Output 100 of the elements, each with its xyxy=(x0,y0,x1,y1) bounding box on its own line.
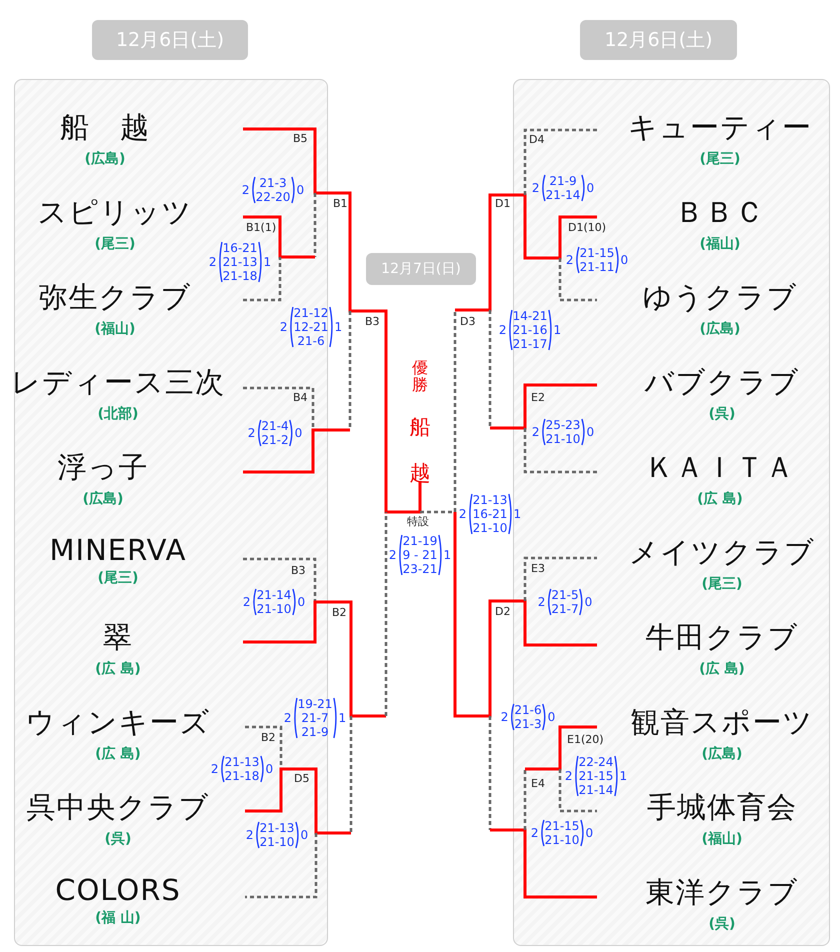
game-score: 21-13 xyxy=(260,821,294,835)
set-count: 2 xyxy=(242,595,251,609)
set-count: 2 xyxy=(530,826,539,840)
match-code: B3 xyxy=(365,316,380,328)
set-count: 0 xyxy=(584,595,592,609)
set-count: 1 xyxy=(263,255,272,269)
game-score: 21-6 xyxy=(297,334,325,348)
game-score: 14-21 xyxy=(512,309,548,323)
game-score: 21-15 xyxy=(578,769,614,783)
team-name: レディース三次 xyxy=(10,364,226,401)
team-name: キューティー xyxy=(627,109,813,146)
team-name: 手城体育会 xyxy=(646,789,798,826)
team-name: バブクラブ xyxy=(644,364,800,401)
region-label: (福 山) xyxy=(94,909,142,927)
region-label: (呉) xyxy=(104,830,132,848)
game-score: 21-3 xyxy=(259,176,287,190)
set-count: 1 xyxy=(338,711,346,725)
set-count: 2 xyxy=(242,183,250,197)
region-label: (広島) xyxy=(698,320,742,338)
game-score: 21-14 xyxy=(256,588,292,602)
set-count: 2 xyxy=(208,255,217,269)
team-name: COLORS xyxy=(54,873,182,907)
match-code: B1 xyxy=(333,198,348,210)
game-score: 21-10 xyxy=(256,602,292,616)
game-score: 21-7 xyxy=(301,711,329,725)
team-name: 船 越 xyxy=(59,109,151,146)
team-name: ＢＢＣ xyxy=(674,194,766,231)
match-code: E3 xyxy=(531,563,545,575)
game-score: 22-20 xyxy=(256,190,290,204)
match-code: B2 xyxy=(332,607,347,619)
team-name: ＫＡＩＴＡ xyxy=(644,449,796,486)
match-code: D3 xyxy=(460,316,476,328)
set-count: 2 xyxy=(284,711,292,725)
winner-label: 優勝 xyxy=(412,360,428,394)
game-score: 21-11 xyxy=(580,260,614,274)
game-score: 23-21 xyxy=(402,562,438,576)
game-score: 25-23 xyxy=(546,418,580,432)
set-count: 2 xyxy=(246,828,254,842)
region-label: (広 島) xyxy=(94,745,142,763)
region-label: (広島) xyxy=(82,490,124,508)
game-score: 22-24 xyxy=(578,755,614,769)
match-code: B1(1) xyxy=(246,222,276,234)
game-score: 21-16 xyxy=(512,323,548,337)
team-name: 弥生クラブ xyxy=(38,279,192,316)
game-score: 21-13 xyxy=(224,755,260,769)
game-score: 21-9 xyxy=(301,725,329,739)
set-count: 0 xyxy=(548,710,556,724)
match-code: D4 xyxy=(529,134,544,146)
set-count: 0 xyxy=(586,425,594,439)
winner-label: 船越 xyxy=(410,414,430,488)
game-score: 12-21 xyxy=(294,320,328,334)
game-score: 21-10 xyxy=(544,833,580,847)
match-code: E2 xyxy=(531,392,545,404)
game-score: 21-6 xyxy=(514,703,542,717)
set-count: 0 xyxy=(586,181,594,195)
set-count: 1 xyxy=(443,548,452,562)
set-count: 2 xyxy=(388,548,397,562)
team-name: MINERVA xyxy=(48,533,188,567)
team-name: 牛田クラブ xyxy=(644,619,800,656)
set-count: 2 xyxy=(564,769,573,783)
team-name: 東洋クラブ xyxy=(644,874,800,911)
game-score: 21-17 xyxy=(512,337,548,351)
region-label: (尾三) xyxy=(94,235,136,253)
region-label: (北部) xyxy=(96,405,140,423)
region-label: (尾三) xyxy=(698,150,742,168)
set-count: 0 xyxy=(296,183,304,197)
match-code: B3 xyxy=(291,565,306,577)
game-score: 21-9 xyxy=(549,174,577,188)
game-score: 21-15 xyxy=(544,819,580,833)
team-name: 翠 xyxy=(102,619,134,656)
set-count: 0 xyxy=(300,828,308,842)
set-count: 2 xyxy=(500,710,508,724)
game-score: 21-14 xyxy=(546,188,580,202)
set-count: 1 xyxy=(619,769,628,783)
match-code: B2 xyxy=(261,732,276,744)
match-code: D1 xyxy=(495,198,510,210)
game-score: 21-13 xyxy=(472,493,508,507)
team-name: メイツクラブ xyxy=(628,534,816,571)
team-name: スピリッツ xyxy=(36,194,194,231)
game-score: 21-10 xyxy=(472,521,508,535)
set-count: 2 xyxy=(532,425,540,439)
set-count: 0 xyxy=(265,762,274,776)
set-count: 1 xyxy=(513,507,522,521)
set-count: 0 xyxy=(294,426,302,440)
set-count: 2 xyxy=(538,595,546,609)
game-score: 21-10 xyxy=(260,835,294,849)
game-score: 21-4 xyxy=(261,419,289,433)
game-score: 16-21 xyxy=(222,241,258,255)
set-count: 2 xyxy=(566,253,574,267)
game-score: 21-5 xyxy=(551,588,579,602)
set-count: 1 xyxy=(334,320,342,334)
region-label: (呉) xyxy=(708,405,736,423)
region-label: (福山) xyxy=(94,320,136,338)
match-code: D1(10) xyxy=(568,222,606,234)
game-score: 16-21 xyxy=(472,507,508,521)
team-name: 浮っ子 xyxy=(56,449,150,486)
region-label: (広島) xyxy=(700,745,744,763)
region-label: (尾三) xyxy=(96,569,140,587)
game-score: 21-18 xyxy=(222,269,258,283)
set-count: 2 xyxy=(280,320,288,334)
